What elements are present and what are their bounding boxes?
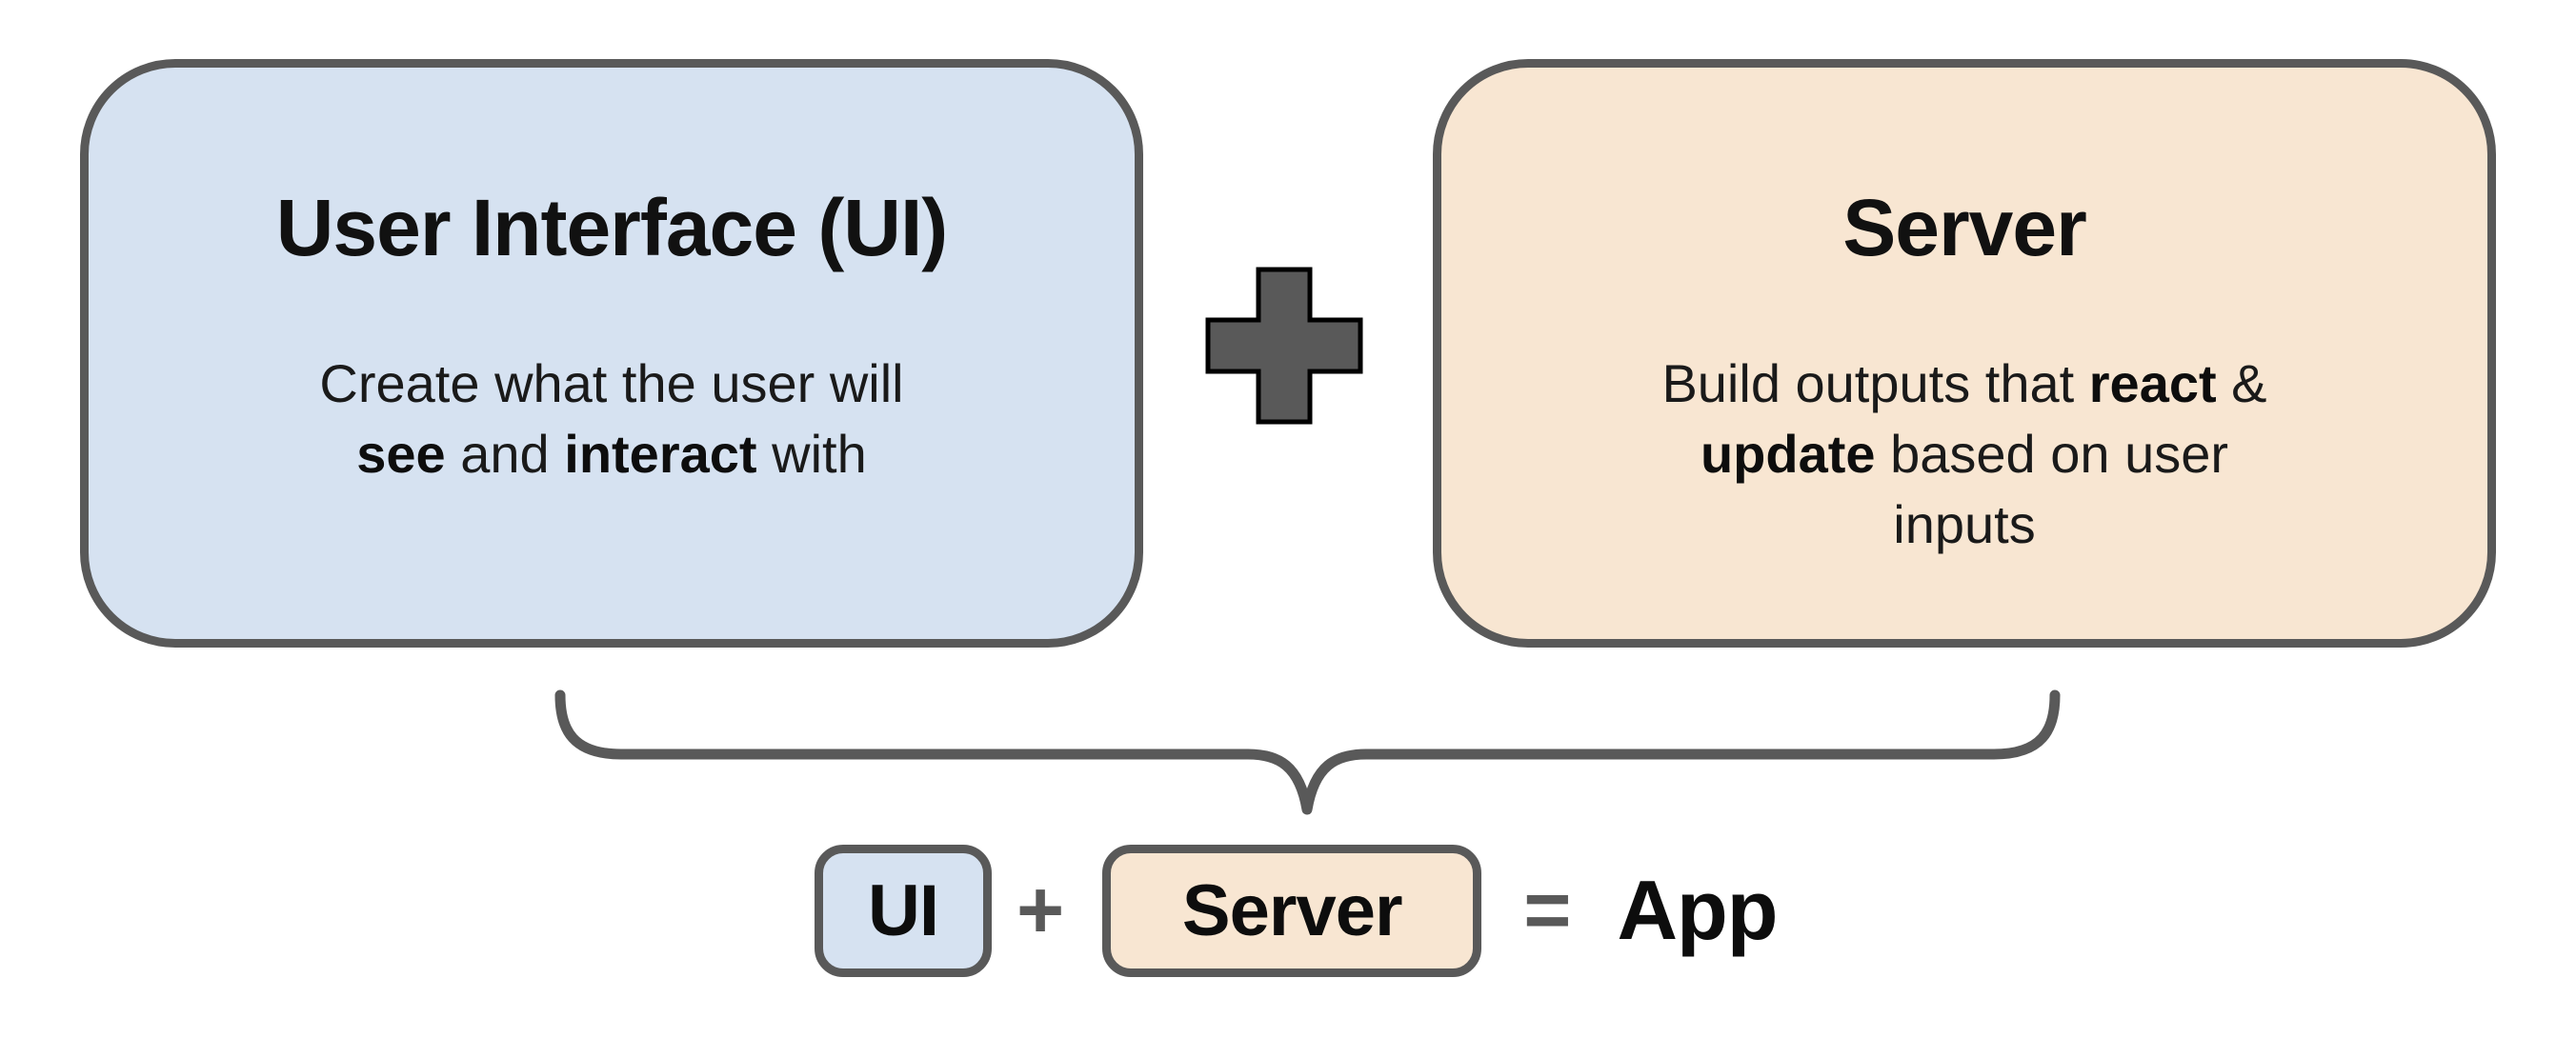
server-body-line-1: Build outputs that react & [1441, 349, 2487, 419]
plus-shape-icon [1205, 267, 1363, 425]
ui-body-line1-text: Create what the user will [319, 353, 904, 413]
ui-box-title: User Interface (UI) [275, 183, 949, 272]
server-body-bold-react: react [2088, 353, 2217, 413]
ui-body-bold-interact: interact [564, 424, 757, 484]
underbrace-icon [554, 689, 2061, 815]
equals-operator: = [1523, 865, 1572, 956]
server-box-title: Server [1842, 183, 2087, 272]
equation-row: UI + Server = App [815, 844, 1779, 977]
server-body-line-2: update based on user [1441, 419, 2487, 489]
server-body-bold-update: update [1700, 424, 1876, 484]
ui-chip: UI [815, 844, 992, 977]
ui-box-body: Create what the user will see and intera… [89, 349, 1135, 489]
ui-body-line-2: see and interact with [89, 419, 1135, 489]
app-label: App [1617, 863, 1778, 957]
server-body-line2-post: based on user [1875, 424, 2229, 484]
ui-body-and: and [445, 424, 565, 484]
ui-body-line-1: Create what the user will [89, 349, 1135, 419]
server-box-body: Build outputs that react & update based … [1441, 349, 2487, 560]
server-chip: Server [1102, 844, 1482, 977]
ui-box: User Interface (UI) Create what the user… [80, 59, 1143, 648]
plus-operator: + [1016, 865, 1065, 956]
server-box: Server Build outputs that react & update… [1433, 59, 2496, 648]
server-body-line1-pre: Build outputs that [1661, 353, 2089, 413]
server-body-line1-post: & [2216, 353, 2267, 413]
server-body-line-3: inputs [1441, 489, 2487, 560]
ui-body-with: with [756, 424, 867, 484]
ui-body-bold-see: see [356, 424, 446, 484]
server-body-line3-text: inputs [1893, 494, 2036, 554]
